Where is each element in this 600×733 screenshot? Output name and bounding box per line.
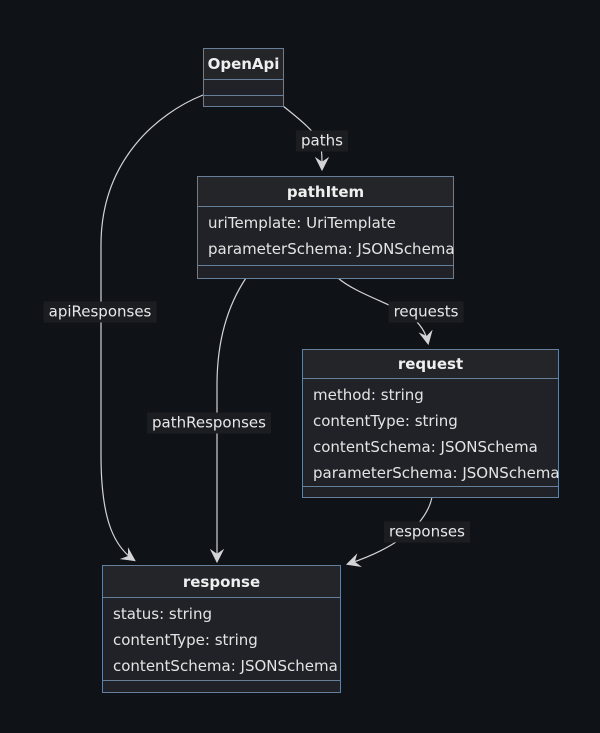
edge-label-responses: responses <box>384 521 470 543</box>
attribute: method: string <box>313 385 424 404</box>
class-pathitem-attrs: uriTemplate: UriTemplate parameterSchema… <box>198 206 455 265</box>
attribute: status: string <box>113 605 212 623</box>
class-response-methods-empty <box>103 680 340 692</box>
edge-label-paths: paths <box>296 130 348 152</box>
class-openapi-attrs-empty <box>204 79 283 95</box>
class-response: response status: string contentType: str… <box>102 565 341 693</box>
class-pathitem-methods-empty <box>198 265 453 278</box>
attribute: contentSchema: JSONSchema <box>313 437 538 456</box>
class-request: request method: string contentType: stri… <box>302 349 560 498</box>
edge-label-path-responses: pathResponses <box>147 412 271 434</box>
class-pathitem: pathItem uriTemplate: UriTemplate parame… <box>197 176 455 279</box>
class-pathitem-title: pathItem <box>198 177 453 206</box>
attribute: uriTemplate: UriTemplate <box>208 214 396 232</box>
class-response-attrs: status: string contentType: string conte… <box>103 597 340 680</box>
class-response-title: response <box>103 566 340 597</box>
attribute: contentType: string <box>313 411 458 430</box>
class-openapi-title: OpenApi <box>204 49 283 79</box>
edge-label-requests: requests <box>388 301 464 323</box>
class-request-methods-empty <box>303 485 558 497</box>
attribute: parameterSchema: JSONSchema <box>208 240 455 258</box>
attribute: parameterSchema: JSONSchema <box>313 463 560 482</box>
attribute: contentType: string <box>113 631 258 649</box>
class-openapi: OpenApi <box>203 48 284 107</box>
class-openapi-methods-empty <box>204 95 283 106</box>
edge-label-api-responses: apiResponses <box>43 301 157 323</box>
edge-api-responses <box>100 94 204 562</box>
class-request-title: request <box>303 350 558 378</box>
attribute: contentSchema: JSONSchema <box>113 657 338 675</box>
edge-path-responses <box>209 277 247 564</box>
class-request-attrs: method: string contentType: string conte… <box>303 377 560 486</box>
